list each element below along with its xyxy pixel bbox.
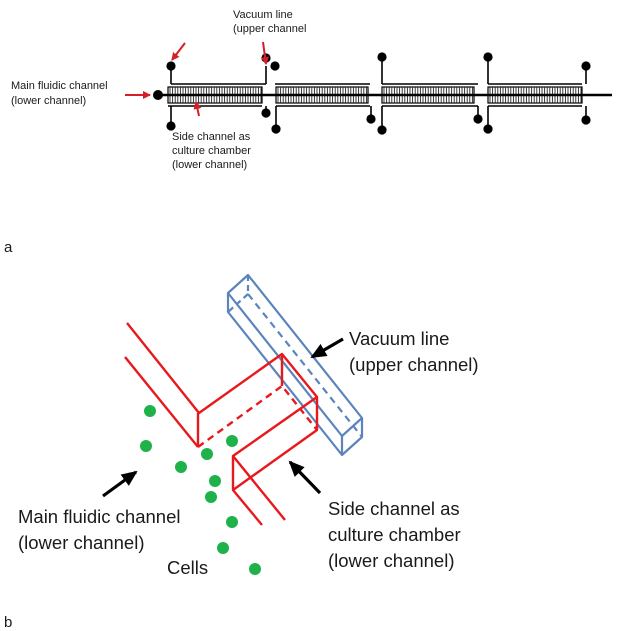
cell (209, 475, 221, 487)
label-side-channel-b: Side channel as (328, 498, 460, 519)
label-side-channel-a: Side channel as (172, 131, 251, 143)
cell (217, 542, 229, 554)
vacuum-line-connectors (166, 52, 591, 135)
arrow-side-channel-b (288, 460, 322, 495)
vacuum-port (377, 125, 387, 135)
vacuum-line-box (226, 273, 364, 457)
arrow-vacuum-line-left (171, 42, 186, 61)
vacuum-upper-rail (170, 66, 267, 85)
vacuum-port (166, 61, 176, 71)
side-channel-front-top (231, 397, 319, 492)
main-channel-inlet-port (153, 90, 163, 100)
cell (201, 448, 213, 460)
fluidic-channels (124, 322, 319, 526)
label-main-channel-sub-a: (lower channel) (11, 95, 86, 107)
label-vacuum-line-sub-a: (upper channel (233, 23, 306, 35)
vacuum-port (483, 52, 493, 62)
vacuum-upper-rail (275, 60, 383, 85)
cell (226, 435, 238, 447)
vacuum-port (261, 108, 271, 118)
arrow-vacuum-line-right (261, 41, 270, 65)
label-main-channel-a: Main fluidic channel (11, 80, 108, 92)
arrow-side-channel (193, 101, 202, 117)
vacuum-port (581, 115, 591, 125)
label-vacuum-line-a: Vacuum line (233, 9, 293, 21)
panel-b-diagram: Vacuum line (upper channel) Main fluidic… (4, 273, 479, 631)
vacuum-port (581, 61, 591, 71)
side-channel-bottom (232, 489, 263, 526)
cell (226, 516, 238, 528)
cell (205, 491, 217, 503)
vacuum-port (473, 114, 483, 124)
vacuum-lower-rail (168, 105, 267, 124)
cell (140, 440, 152, 452)
label-side-channel-sub1-b: culture chamber (328, 524, 461, 545)
label-main-channel-b: Main fluidic channel (18, 506, 180, 527)
cell (175, 461, 187, 473)
main-channel-wall-lower (124, 356, 199, 448)
vacuum-upper-rail (382, 60, 587, 85)
vacuum-port (366, 114, 376, 124)
label-main-channel-sub-b: (lower channel) (18, 532, 144, 553)
label-side-channel-sub2-a: (lower channel) (172, 159, 247, 171)
vacuum-lower-rail (275, 105, 383, 129)
panel-letter-b: b (4, 614, 12, 631)
panel-a-diagram: Vacuum line (upper channel Main fluidic … (4, 9, 612, 256)
panel-letter-a: a (4, 239, 13, 256)
vacuum-port (377, 52, 387, 62)
arrow-main-channel-b (102, 470, 138, 498)
label-side-channel-sub1-a: culture chamber (172, 145, 251, 157)
label-vacuum-line-b: Vacuum line (349, 328, 449, 349)
label-cells: Cells (167, 557, 208, 578)
main-channel-wall-upper (126, 322, 319, 521)
vacuum-lower-rail (382, 105, 587, 128)
vacuum-port (483, 124, 493, 134)
label-side-channel-sub2-b: (lower channel) (328, 550, 454, 571)
cell (249, 563, 261, 575)
vacuum-port (270, 61, 280, 71)
cells-group (140, 405, 261, 575)
vacuum-port (271, 124, 281, 134)
label-vacuum-line-sub-b: (upper channel) (349, 354, 479, 375)
vacuum-port (166, 121, 176, 131)
arrow-vacuum-line-b (310, 337, 344, 359)
cell (144, 405, 156, 417)
